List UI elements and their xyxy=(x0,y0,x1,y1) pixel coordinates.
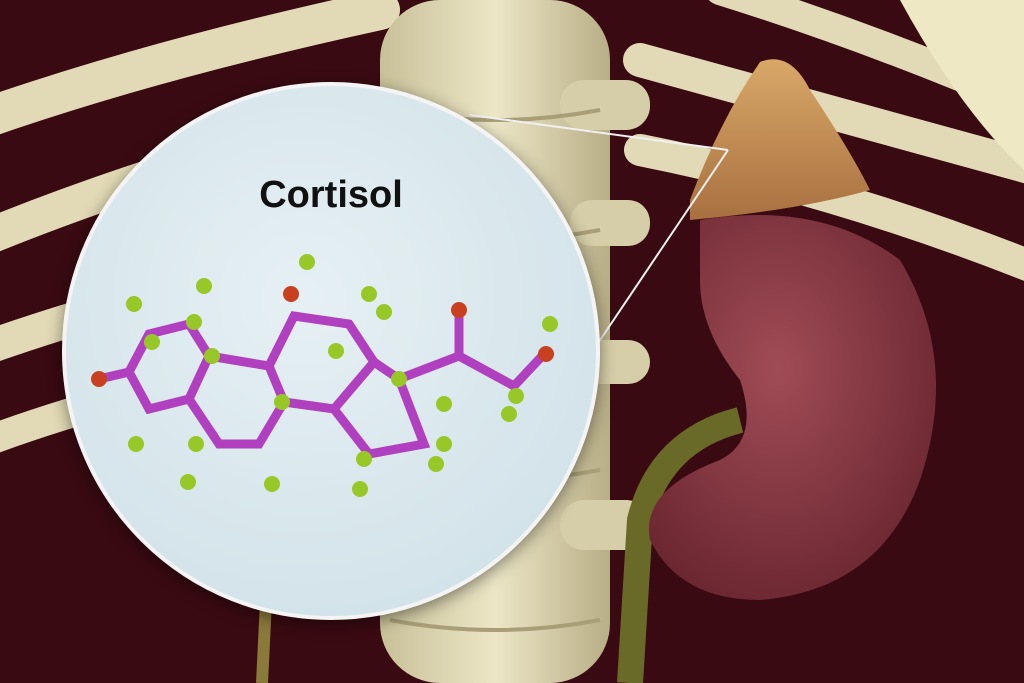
cortisol-molecule-icon xyxy=(91,254,558,497)
molecule-inset: Cortisol xyxy=(62,82,600,620)
molecule-title: Cortisol xyxy=(259,174,403,216)
